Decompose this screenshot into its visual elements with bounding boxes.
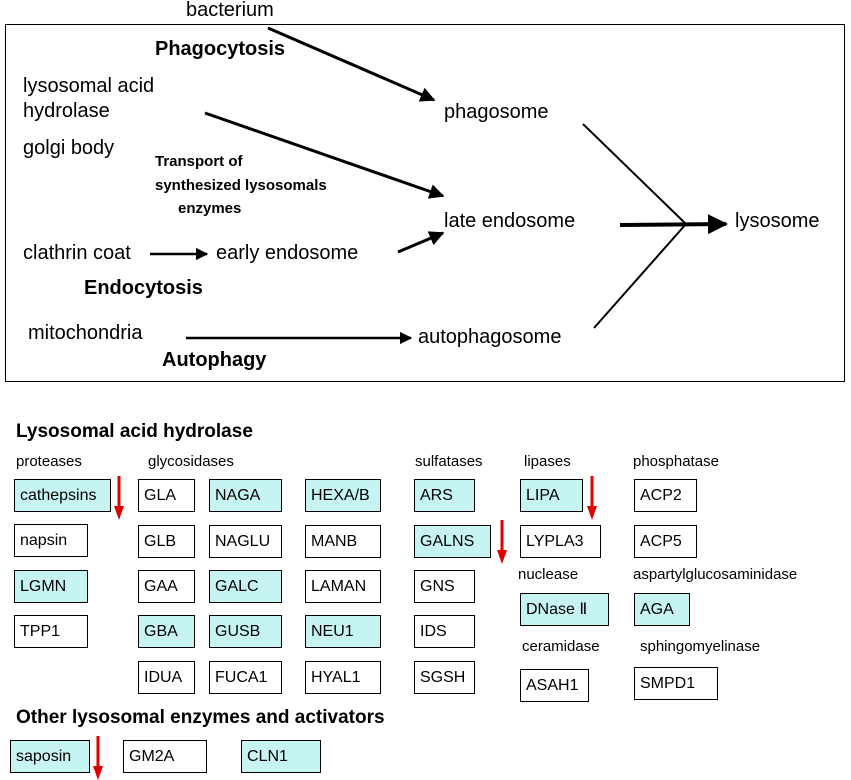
autophagosome-label: autophagosome [418, 326, 562, 348]
enzyme-gm2a: GM2A [123, 740, 207, 773]
enzyme-hexab: HEXA/B [305, 479, 381, 512]
phagosome-label: phagosome [444, 101, 549, 123]
autophagy-label: Autophagy [162, 349, 267, 371]
transport-label-line3: enzymes [178, 200, 242, 217]
category-aspartylglucosaminidase: aspartylglucosaminidase [633, 566, 798, 583]
enzyme-lipa: LIPA [520, 479, 583, 512]
hydrolase-title: Lysosomal acid hydrolase [16, 421, 253, 442]
enzyme-gaa: GAA [138, 570, 195, 603]
arrow-bacterium-phagosome [267, 26, 436, 102]
enzyme-ids: IDS [414, 615, 475, 648]
lysosomal-acid-hydrolase-label-line1: lysosomal acid [23, 75, 155, 97]
category-glycosidases: glycosidases [148, 453, 234, 470]
enzyme-asah1: ASAH1 [520, 669, 589, 702]
enzyme-hyal1: HYAL1 [305, 661, 381, 694]
category-sphingomyelinase: sphingomyelinase [640, 638, 761, 655]
down-arrow-icon [114, 476, 124, 520]
enzyme-lgmn: LGMN [14, 570, 88, 603]
transport-label-line2: synthesized lysosomals [155, 177, 327, 194]
category-sulfatases: sulfatases [415, 453, 483, 470]
early-endosome-label: early endosome [216, 242, 359, 264]
enzyme-naglu: NAGLU [209, 525, 282, 558]
pathway-arrows [150, 26, 728, 345]
enzyme-sgsh: SGSH [414, 661, 475, 694]
enzyme-aga: AGA [634, 593, 690, 626]
category-phosphatase: phosphatase [633, 453, 719, 470]
category-ceramidase: ceramidase [522, 638, 600, 655]
category-lipases: lipases [524, 453, 571, 470]
endocytosis-label: Endocytosis [84, 277, 203, 299]
lysosomal-acid-hydrolase-label-line2: hydrolase [23, 100, 110, 122]
category-nuclease: nuclease [518, 566, 579, 583]
other-title: Other lysosomal enzymes and activators [16, 707, 385, 728]
enzyme-manb: MANB [305, 525, 381, 558]
enzyme-cln1: CLN1 [241, 740, 321, 773]
category-proteases: proteases [16, 453, 82, 470]
enzyme-tpp1: TPP1 [14, 615, 88, 648]
line-phagosome-junction [582, 123, 687, 225]
lysosome-label: lysosome [735, 210, 820, 232]
line-autophagosome-junction [593, 223, 687, 329]
enzyme-naga: NAGA [209, 479, 282, 512]
enzyme-neu1: NEU1 [305, 615, 381, 648]
arrow-early-late-endosome [397, 231, 445, 254]
enzyme-lypla3: LYPLA3 [520, 525, 601, 558]
enzyme-galc: GALC [209, 570, 282, 603]
enzyme-napsin: napsin [14, 524, 88, 557]
late-endosome-label: late endosome [444, 210, 576, 232]
enzyme-dnase2: DNase Ⅱ [520, 593, 609, 626]
enzyme-smpd1: SMPD1 [634, 667, 718, 700]
clathrin-coat-label: clathrin coat [23, 242, 131, 264]
transport-label-line1: Transport of [155, 153, 243, 170]
pathway-panel [5, 24, 845, 382]
enzyme-gns: GNS [414, 570, 475, 603]
enzyme-fuca1: FUCA1 [209, 661, 282, 694]
enzyme-idua: IDUA [138, 661, 195, 694]
bacterium-label: bacterium [186, 0, 274, 21]
enzyme-acp2: ACP2 [634, 479, 697, 512]
enzyme-gusb: GUSB [209, 615, 282, 648]
down-arrow-icon [587, 476, 597, 520]
enzyme-ars: ARS [414, 479, 475, 512]
golgi-body-label: golgi body [23, 137, 115, 159]
mitochondria-label: mitochondria [28, 322, 143, 344]
enzyme-saposin: saposin [10, 740, 90, 773]
down-arrow-icon [497, 520, 507, 564]
phagocytosis-label: Phagocytosis [155, 38, 286, 60]
enzyme-laman: LAMAN [305, 570, 381, 603]
enzyme-acp5: ACP5 [634, 525, 697, 558]
arrow-hydrolase-late-endosome [204, 111, 445, 199]
enzyme-gla: GLA [138, 479, 195, 512]
enzyme-gba: GBA [138, 615, 195, 648]
arrow-late-endosome-lysosome [619, 214, 728, 235]
enzyme-glb: GLB [138, 525, 195, 558]
enzyme-cathepsins: cathepsins [14, 479, 111, 512]
enzyme-galns: GALNS [414, 525, 491, 558]
down-arrow-icon [93, 736, 103, 780]
